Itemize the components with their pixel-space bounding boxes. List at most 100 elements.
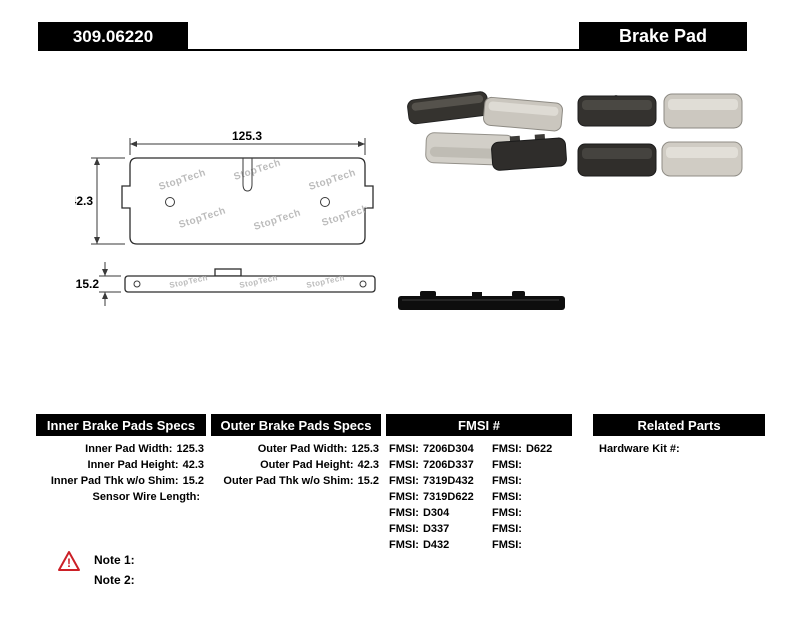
spec-value: 15.2 — [357, 475, 379, 487]
fmsi-cell: FMSI: — [492, 521, 572, 537]
fmsi-value: D622 — [525, 443, 553, 455]
edge-hole-right — [359, 280, 367, 288]
outer-specs-header: Outer Brake Pads Specs — [211, 414, 381, 436]
related-parts-list: Hardware Kit #: — [599, 441, 759, 457]
fmsi-label: FMSI: — [492, 539, 522, 551]
pad-photo — [663, 93, 743, 129]
side-view-drawing: StopTech StopTech StopTech 15.2 — [76, 262, 376, 306]
height-dimension: 42.3 — [75, 194, 93, 208]
spec-value: 125.3 — [176, 443, 204, 455]
fmsi-label: FMSI: — [492, 459, 522, 471]
fmsi-cell: FMSI:D337 — [389, 521, 492, 537]
fmsi-cell: FMSI:7319D622 — [389, 489, 492, 505]
fmsi-header: FMSI # — [386, 414, 572, 436]
edge-hole-left — [133, 280, 141, 288]
pad-photo — [661, 141, 743, 177]
pad-photo — [483, 96, 563, 132]
spec-row: Inner Pad Thk w/o Shim:15.2 — [36, 473, 204, 489]
part-number: 309.06220 — [38, 22, 188, 51]
fmsi-cell: FMSI:7206D304 — [389, 441, 492, 457]
fmsi-label: FMSI: — [389, 443, 419, 455]
fmsi-value: D432 — [422, 539, 450, 551]
fmsi-row: FMSI:D432 FMSI: — [389, 537, 572, 553]
spec-label: Hardware Kit #: — [599, 443, 680, 455]
fmsi-cell: FMSI:D622 — [492, 441, 572, 457]
fmsi-value: 7319D622 — [422, 491, 474, 503]
inner-specs-list: Inner Pad Width:125.3 Inner Pad Height:4… — [36, 441, 204, 505]
pad-hole-right — [320, 197, 330, 207]
fmsi-value: D337 — [422, 523, 450, 535]
fmsi-row: FMSI:D337 FMSI: — [389, 521, 572, 537]
spec-label: Outer Pad Height: — [260, 459, 354, 471]
spec-label: Outer Pad Thk w/o Shim: — [223, 475, 354, 487]
front-view-drawing: StopTech StopTech StopTech StopTech Stop… — [75, 129, 374, 245]
spec-row: Outer Pad Height:42.3 — [211, 457, 379, 473]
fmsi-cell: FMSI: — [492, 473, 572, 489]
fmsi-value: 7206D304 — [422, 443, 474, 455]
width-dimension: 125.3 — [232, 129, 262, 143]
fmsi-row: FMSI:7206D304 FMSI:D622 — [389, 441, 572, 457]
fmsi-cell: FMSI: — [492, 489, 572, 505]
fmsi-cell: FMSI: — [492, 457, 572, 473]
pad-hole-left — [165, 197, 175, 207]
brake-pad-outline — [121, 157, 374, 245]
product-type-title: Brake Pad — [579, 22, 747, 51]
fmsi-row: FMSI:7319D432 FMSI: — [389, 473, 572, 489]
spec-row: Inner Pad Width:125.3 — [36, 441, 204, 457]
pad-edge-outline — [124, 275, 376, 293]
fmsi-cell: FMSI: — [492, 505, 572, 521]
related-parts-header: Related Parts — [593, 414, 765, 436]
product-photo-edge — [398, 291, 565, 310]
fmsi-cell: FMSI:D432 — [389, 537, 492, 553]
fmsi-label: FMSI: — [389, 491, 419, 503]
spec-value: 125.3 — [351, 443, 379, 455]
fmsi-list: FMSI:7206D304 FMSI:D622 FMSI:7206D337 FM… — [389, 441, 572, 553]
pad-shim-tab — [214, 268, 242, 277]
pad-photo — [577, 95, 657, 127]
product-photo-group-1 — [407, 91, 567, 171]
pad-photo — [577, 143, 657, 177]
fmsi-row: FMSI:7206D337 FMSI: — [389, 457, 572, 473]
spec-label: Outer Pad Width: — [257, 443, 348, 455]
note-1-label: Note 1: — [94, 553, 135, 567]
warning-icon: ! — [58, 551, 80, 571]
spec-label: Inner Pad Width: — [85, 443, 173, 455]
fmsi-label: FMSI: — [492, 523, 522, 535]
fmsi-cell: FMSI: — [492, 537, 572, 553]
fmsi-cell: FMSI:7206D337 — [389, 457, 492, 473]
fmsi-label: FMSI: — [492, 507, 522, 519]
thickness-dimension: 15.2 — [76, 277, 100, 291]
fmsi-label: FMSI: — [492, 475, 522, 487]
product-photo-group-2 — [577, 93, 743, 177]
fmsi-cell: FMSI:7319D432 — [389, 473, 492, 489]
pad-photo — [407, 91, 489, 125]
fmsi-value: 7206D337 — [422, 459, 474, 471]
fmsi-label: FMSI: — [389, 523, 419, 535]
spec-row: Inner Pad Height:42.3 — [36, 457, 204, 473]
note-2-label: Note 2: — [94, 573, 135, 587]
fmsi-row: FMSI:7319D622 FMSI: — [389, 489, 572, 505]
fmsi-value: 7319D432 — [422, 475, 474, 487]
pad-photo — [491, 133, 567, 171]
warning-icon-glyph: ! — [67, 556, 71, 570]
fmsi-label: FMSI: — [389, 459, 419, 471]
spec-value: 15.2 — [182, 475, 204, 487]
spec-label: Inner Pad Thk w/o Shim: — [50, 475, 179, 487]
header-divider — [38, 49, 747, 51]
fmsi-label: FMSI: — [492, 491, 522, 503]
inner-specs-header: Inner Brake Pads Specs — [36, 414, 206, 436]
spec-value: 42.3 — [357, 459, 379, 471]
pad-center-slot — [242, 158, 253, 192]
spec-label: Sensor Wire Length: — [92, 491, 200, 503]
spec-row: Sensor Wire Length: — [36, 489, 204, 505]
fmsi-label: FMSI: — [389, 507, 419, 519]
outer-specs-list: Outer Pad Width:125.3 Outer Pad Height:4… — [211, 441, 379, 489]
spec-row: Outer Pad Width:125.3 — [211, 441, 379, 457]
spec-label: Inner Pad Height: — [87, 459, 179, 471]
spec-value: 42.3 — [182, 459, 204, 471]
fmsi-row: FMSI:D304 FMSI: — [389, 505, 572, 521]
fmsi-value: D304 — [422, 507, 450, 519]
spec-row: Outer Pad Thk w/o Shim:15.2 — [211, 473, 379, 489]
fmsi-label: FMSI: — [389, 475, 419, 487]
